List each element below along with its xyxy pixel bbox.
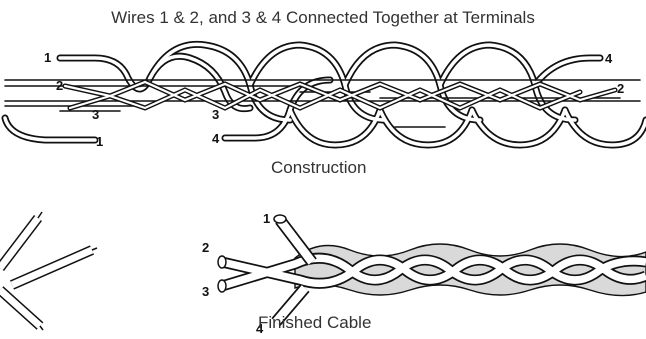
wire-label-4-cable: 4 <box>256 321 264 336</box>
diagram-title: Wires 1 & 2, and 3 & 4 Connected Togethe… <box>111 8 535 27</box>
wire-label-4-right: 4 <box>605 51 613 66</box>
wire-label-2-right: 2 <box>617 81 624 96</box>
wire-label-4-mid: 4 <box>212 131 220 146</box>
construction-caption: Construction <box>271 158 367 177</box>
wire-label-1-cable: 1 <box>263 211 270 226</box>
wire-label-3-mid: 3 <box>212 107 219 122</box>
wire-label-3-cable: 3 <box>202 284 209 299</box>
construction-drawing <box>1 40 646 149</box>
wire-label-1-lower: 1 <box>96 134 103 149</box>
wire-label-2-cable: 2 <box>202 240 209 255</box>
wire-label-3-left: 3 <box>92 107 99 122</box>
finished-cable-caption: Finished Cable <box>258 313 372 332</box>
finished-cable-drawing <box>0 211 646 331</box>
wire-label-1-left: 1 <box>44 50 51 65</box>
wire-label-2-left: 2 <box>56 78 63 93</box>
